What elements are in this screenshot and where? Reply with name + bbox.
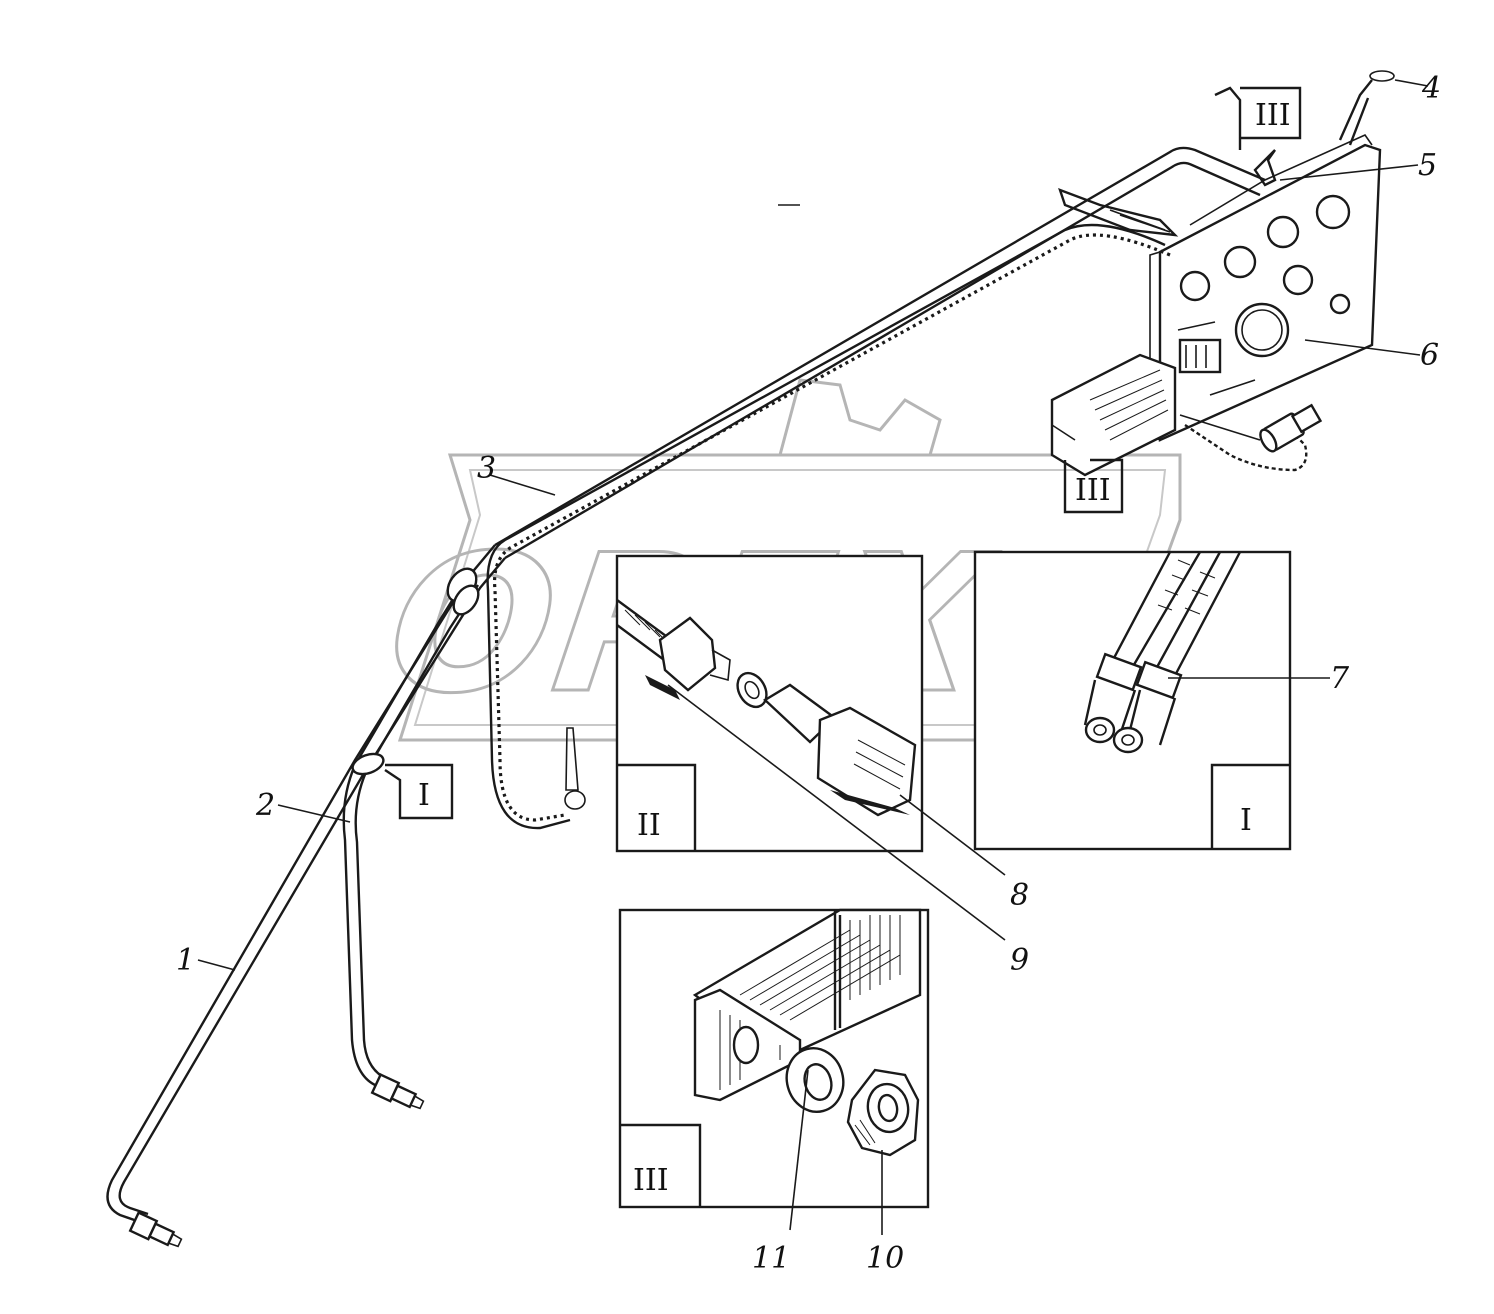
tag-I-main-label: I (418, 778, 430, 813)
pipe-1-b (118, 557, 506, 1216)
upper-pipe-inner (504, 161, 1261, 560)
lower-pipes (106, 544, 506, 1248)
leader-8 (899, 794, 1006, 876)
gauge-5 (1282, 264, 1314, 296)
leader-1 (197, 959, 236, 971)
callout-8: 8 (1010, 878, 1029, 913)
tag-III-top-label: III (1255, 98, 1291, 133)
upper-pipe-outer (494, 146, 1266, 547)
pipe-2-b (354, 584, 480, 1080)
braided-pipe (492, 233, 1171, 822)
gauge-small (1329, 293, 1351, 315)
detail-box-II: II (615, 554, 924, 853)
panel-top-fitting (1253, 149, 1277, 187)
leader-2 (277, 804, 351, 823)
panel-bracket-top (1058, 187, 1179, 237)
detail-box-I-label: I (1240, 803, 1252, 838)
leader-5 (1279, 164, 1419, 181)
detail-II-pipe (616, 599, 917, 817)
callout-2: 2 (255, 788, 275, 823)
fitting-pipe-2 (370, 1073, 425, 1110)
thermo-nut (564, 790, 586, 810)
panel-top-rail (1189, 133, 1373, 226)
leader-4 (1394, 79, 1429, 87)
tag-III-top: III (1214, 86, 1302, 150)
pipe-4 (1338, 79, 1373, 146)
callout-5: 5 (1418, 148, 1437, 183)
gauge-4 (1179, 270, 1211, 302)
hex-nut (846, 1068, 920, 1157)
callout-4: 4 (1421, 71, 1441, 106)
instrument-panel-assembly (1050, 70, 1395, 477)
callout-11: 11 (752, 1241, 790, 1276)
sensor-connector (1259, 403, 1323, 453)
pipe-4-cap (1369, 70, 1395, 82)
tag-III-bottom: III (1063, 458, 1124, 514)
leader-3 (489, 474, 556, 496)
panel-bracket-bottom-hatch (1089, 369, 1169, 441)
callout-numbers: 1 2 3 4 5 6 7 8 9 10 11 (176, 71, 1441, 1276)
callout-10: 10 (866, 1241, 904, 1276)
gauge-3 (1223, 245, 1257, 279)
clamp-upper-2 (452, 584, 480, 616)
main-pipe-run (486, 146, 1266, 830)
panel-lead-wire (1179, 379, 1261, 441)
pipe-2-a (342, 574, 470, 1087)
detail-box-I: I (973, 550, 1292, 851)
switch-block (1178, 338, 1222, 374)
detail-box-III: III (618, 908, 930, 1209)
detail-box-II-label: II (637, 808, 661, 843)
callout-7: 7 (1330, 661, 1350, 696)
gauge-large-inner (1241, 309, 1283, 351)
gauge-large (1234, 302, 1290, 358)
leader-9 (667, 684, 1006, 941)
panel-lead (1184, 424, 1308, 472)
panel-bracket-lip (1051, 400, 1076, 441)
clamp-lower (351, 752, 385, 776)
pipe-1-a (106, 544, 496, 1224)
gauge-1 (1315, 194, 1351, 230)
tag-III-bottom-label: III (1075, 473, 1111, 508)
panel-bracket-bottom (1050, 353, 1177, 477)
callout-6: 6 (1420, 338, 1439, 373)
callout-1: 1 (176, 943, 195, 978)
panel-bracket-top-hatch (1109, 209, 1171, 233)
fitting-pipe-1 (128, 1211, 183, 1248)
leader-6 (1304, 339, 1421, 356)
braided-pipe-edge (486, 223, 1166, 830)
gauge-2 (1266, 215, 1300, 249)
leader-lines (197, 79, 1429, 1235)
switch-detail (1177, 321, 1216, 368)
leader-11 (789, 1069, 809, 1231)
panel-plate (1158, 143, 1382, 442)
callout-9: 9 (1010, 943, 1029, 978)
lock-washer (785, 1047, 845, 1113)
bolt-hole (732, 1025, 760, 1065)
thermo-bulb (565, 727, 579, 791)
tag-I-main: I (384, 763, 454, 820)
callout-3: 3 (477, 451, 496, 486)
detail-box-III-label: III (633, 1163, 669, 1198)
detail-I-pipes (1083, 551, 1242, 754)
